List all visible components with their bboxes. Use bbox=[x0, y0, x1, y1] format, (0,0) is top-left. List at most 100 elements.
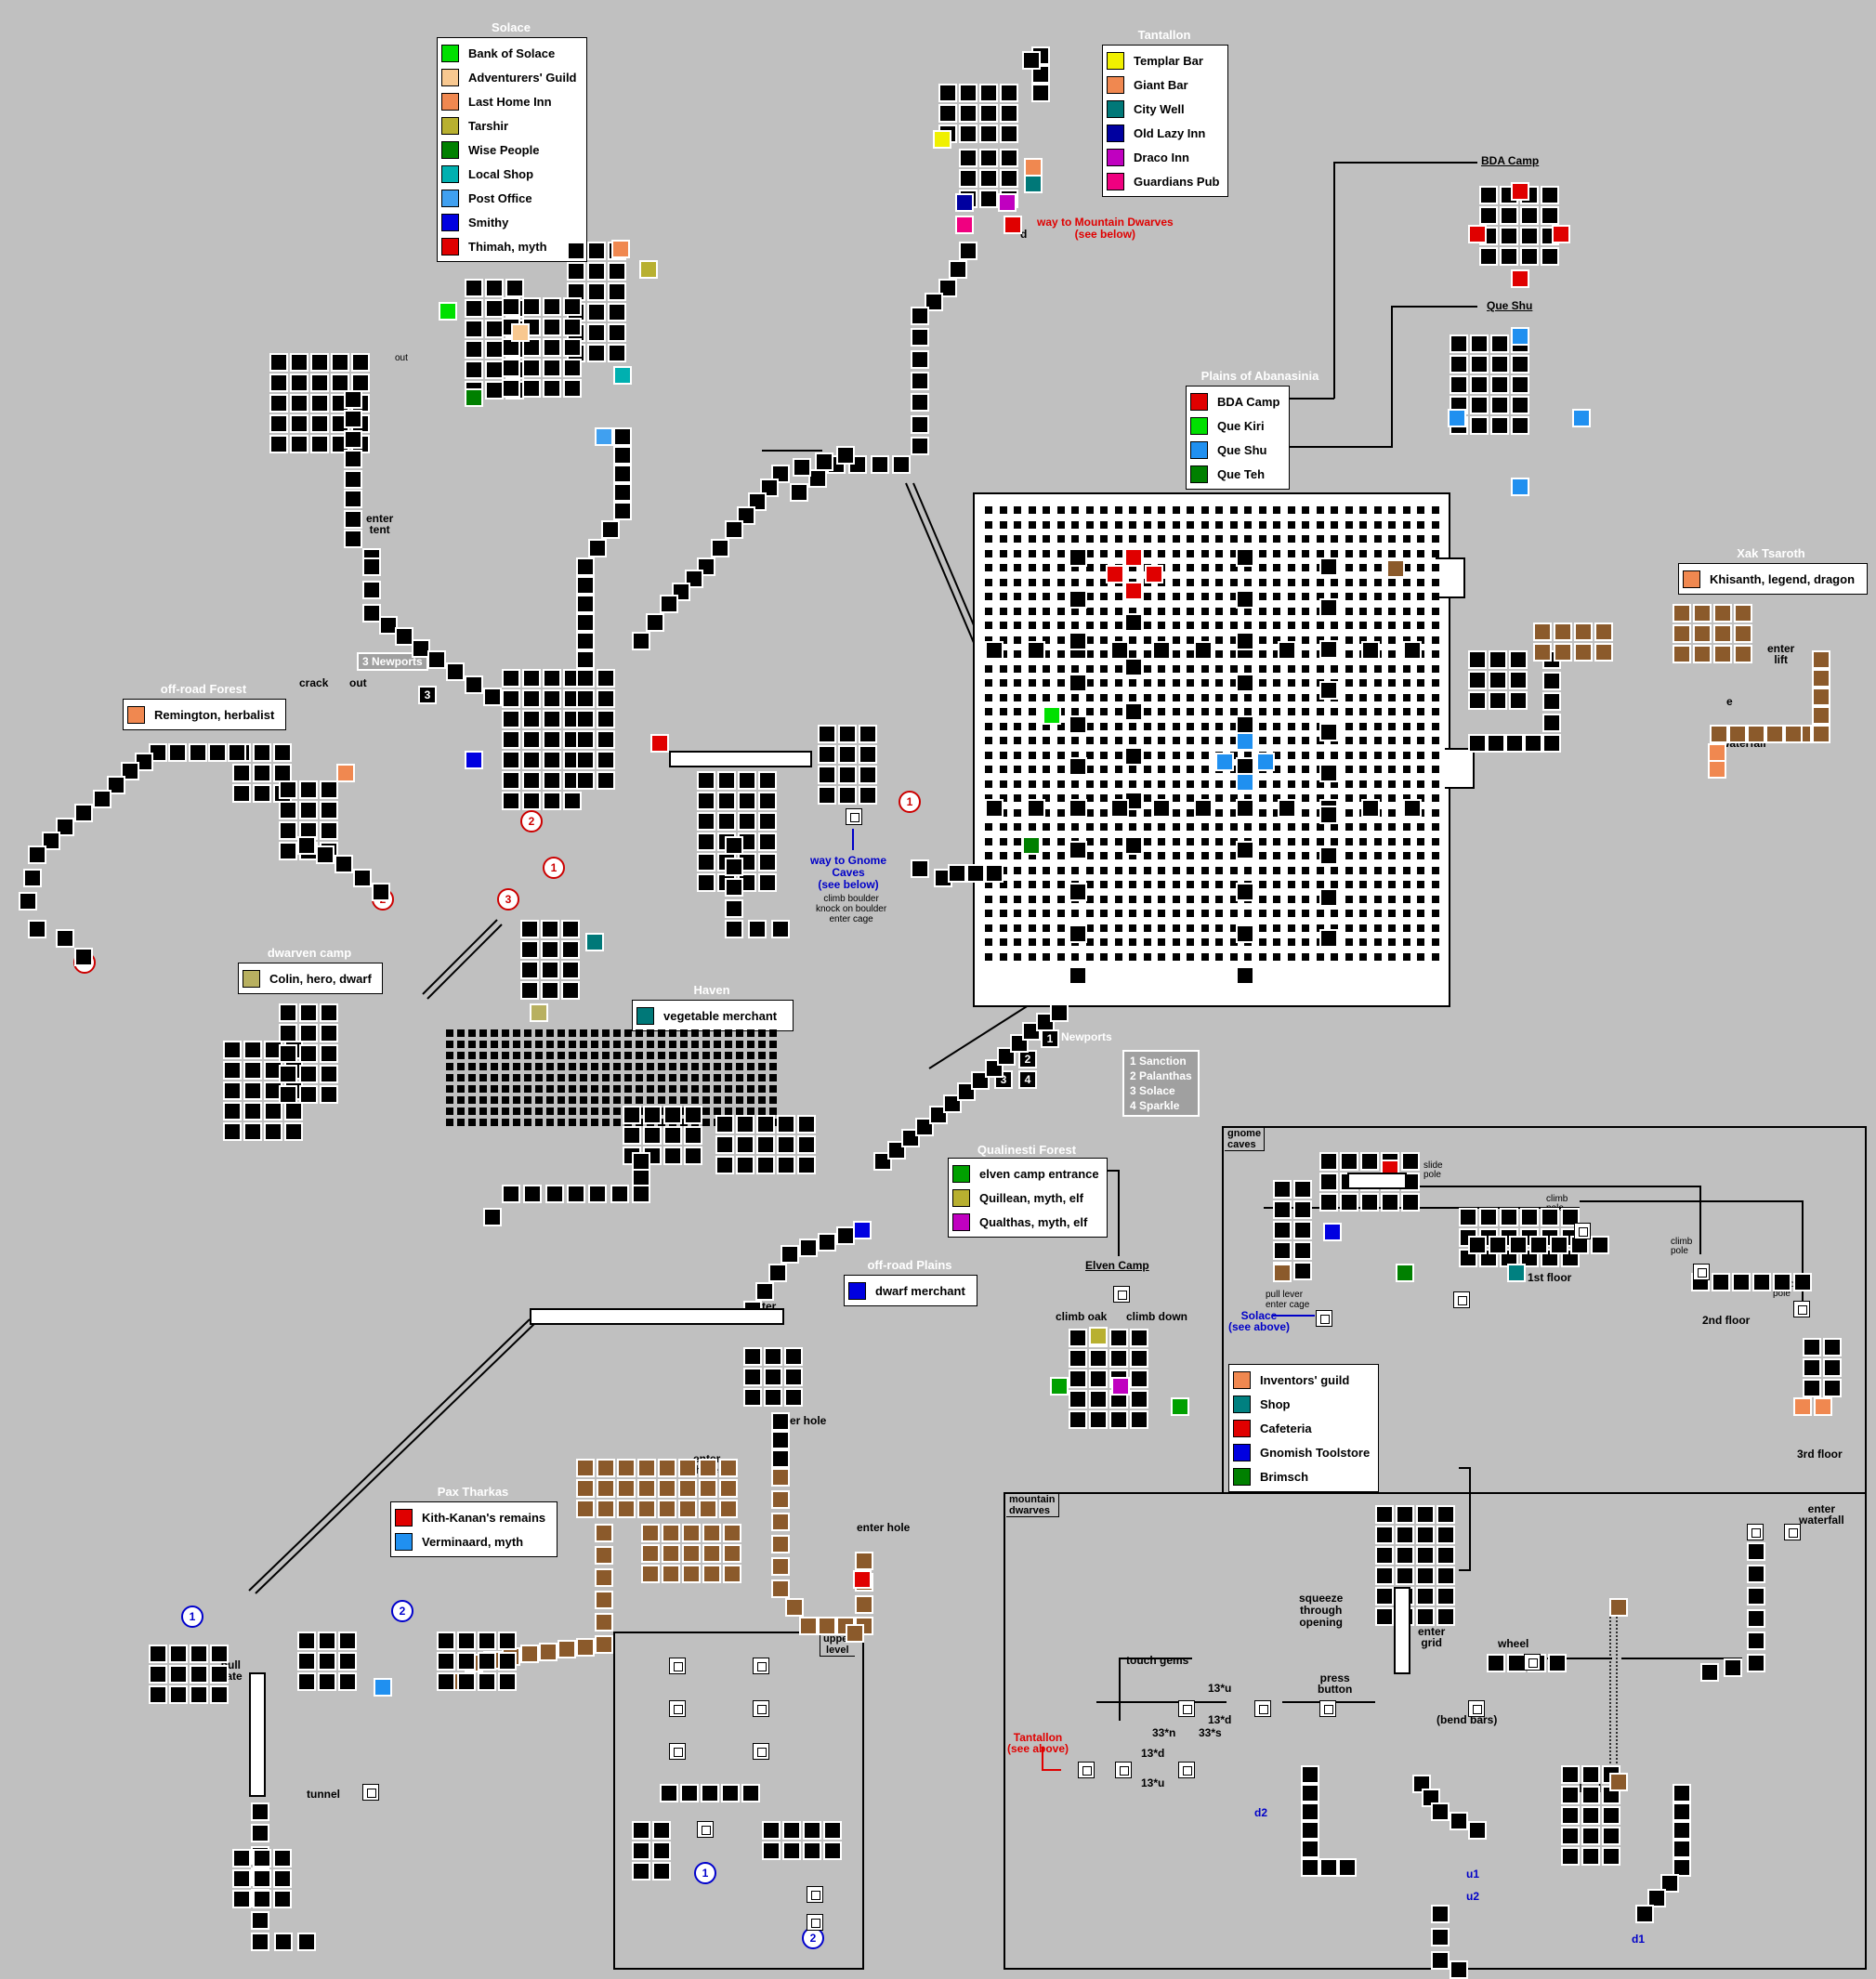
map-room bbox=[823, 1821, 842, 1840]
map-cell bbox=[647, 1063, 654, 1070]
map-cell bbox=[999, 664, 1007, 673]
map-room bbox=[595, 1591, 613, 1609]
map-cell bbox=[1359, 679, 1367, 687]
map-cell bbox=[1373, 766, 1382, 773]
map-cell bbox=[1373, 520, 1382, 529]
newport-4[interactable]: 4 bbox=[1018, 1070, 1037, 1089]
map-room bbox=[1548, 1654, 1567, 1672]
map-cell bbox=[1200, 708, 1209, 715]
map-cell bbox=[1014, 737, 1021, 744]
map-cell bbox=[647, 1029, 654, 1037]
newport-1[interactable]: 1 bbox=[1041, 1029, 1059, 1048]
newport-3-solace[interactable]: 3 bbox=[418, 686, 437, 704]
map-cell bbox=[1100, 506, 1108, 514]
legend-swatch bbox=[952, 1188, 970, 1207]
map-room bbox=[279, 801, 297, 819]
map-cell bbox=[1056, 952, 1065, 961]
map-cell bbox=[1129, 679, 1136, 687]
map-cell bbox=[1143, 535, 1151, 543]
map-room bbox=[1106, 565, 1124, 583]
map-cell bbox=[1388, 780, 1396, 788]
map-cell bbox=[1028, 737, 1036, 744]
map-room bbox=[597, 1459, 615, 1477]
map-cell bbox=[1100, 737, 1108, 744]
map-cell bbox=[1187, 549, 1194, 557]
map-room bbox=[1468, 1236, 1487, 1254]
map-room bbox=[1381, 1193, 1399, 1212]
map-cell bbox=[985, 520, 992, 529]
map-cell bbox=[457, 1107, 465, 1115]
map-room bbox=[223, 1122, 242, 1141]
map-room bbox=[465, 675, 483, 694]
map-cell bbox=[680, 1096, 688, 1104]
legend-swatch bbox=[1190, 416, 1208, 435]
map-cell bbox=[1417, 895, 1424, 903]
map-cell bbox=[569, 1119, 576, 1126]
map-room bbox=[362, 581, 381, 599]
map-cell bbox=[468, 1063, 476, 1070]
map-room bbox=[478, 1652, 496, 1671]
map-cell bbox=[1085, 578, 1094, 586]
map-cell bbox=[591, 1052, 598, 1059]
map-room bbox=[1823, 1358, 1842, 1377]
map-cell bbox=[1302, 607, 1309, 615]
legend-row: elven camp entrance bbox=[952, 1161, 1101, 1186]
map-cell bbox=[1388, 837, 1396, 845]
map-room bbox=[465, 360, 483, 379]
map-room bbox=[597, 751, 615, 769]
map-cell bbox=[1402, 924, 1410, 932]
map-cell bbox=[1114, 924, 1122, 932]
map-cell bbox=[602, 1119, 610, 1126]
map-cell bbox=[1043, 664, 1050, 673]
map-room bbox=[1027, 641, 1045, 660]
map-cell bbox=[1345, 636, 1353, 644]
map-cell bbox=[1085, 910, 1094, 917]
map-cell bbox=[1014, 578, 1021, 586]
map-room bbox=[1236, 715, 1254, 734]
map-room bbox=[232, 1849, 251, 1868]
map-cell bbox=[1431, 636, 1439, 644]
map-room bbox=[1812, 725, 1830, 743]
map-room bbox=[1581, 1847, 1600, 1866]
map-room bbox=[1416, 1566, 1435, 1585]
map-room bbox=[702, 1565, 721, 1583]
map-room bbox=[1602, 1847, 1620, 1866]
map-cell bbox=[1014, 506, 1021, 514]
map-room bbox=[1450, 1812, 1468, 1830]
map-cell bbox=[1100, 808, 1108, 817]
map-cell bbox=[1302, 924, 1309, 932]
map-room bbox=[771, 1490, 790, 1509]
map-room bbox=[725, 878, 743, 897]
map-cell bbox=[985, 593, 992, 600]
map-room bbox=[1673, 624, 1691, 643]
map-cell bbox=[1373, 636, 1382, 644]
map-room bbox=[1069, 548, 1087, 567]
map-room bbox=[121, 762, 139, 780]
map-room bbox=[784, 1388, 803, 1407]
map-cell bbox=[1172, 693, 1180, 701]
map-cell bbox=[1014, 794, 1021, 802]
newport-2[interactable]: 2 bbox=[1018, 1050, 1037, 1068]
map-room bbox=[1416, 1526, 1435, 1544]
map-room bbox=[1236, 632, 1254, 650]
map-cell bbox=[1287, 938, 1295, 946]
map-cell bbox=[1431, 679, 1439, 687]
map-cell bbox=[1028, 607, 1036, 615]
map-cell bbox=[1085, 837, 1094, 845]
map-room bbox=[253, 764, 271, 782]
map-room bbox=[1732, 1273, 1751, 1291]
map-room bbox=[949, 260, 967, 279]
map-cell bbox=[1187, 910, 1194, 917]
map-room bbox=[253, 743, 271, 762]
map-cell bbox=[1287, 693, 1295, 701]
map-room bbox=[762, 1821, 781, 1840]
map-cell bbox=[1431, 506, 1439, 514]
map-cell bbox=[1014, 837, 1021, 845]
map-cell bbox=[1100, 535, 1108, 543]
map-cell bbox=[702, 1063, 710, 1070]
map-cell bbox=[1028, 564, 1036, 571]
map-cell bbox=[524, 1041, 531, 1048]
map-room bbox=[543, 710, 561, 728]
legend-label: Que Kiri bbox=[1217, 418, 1265, 433]
climb-oak-label: climb oak bbox=[1056, 1310, 1108, 1323]
